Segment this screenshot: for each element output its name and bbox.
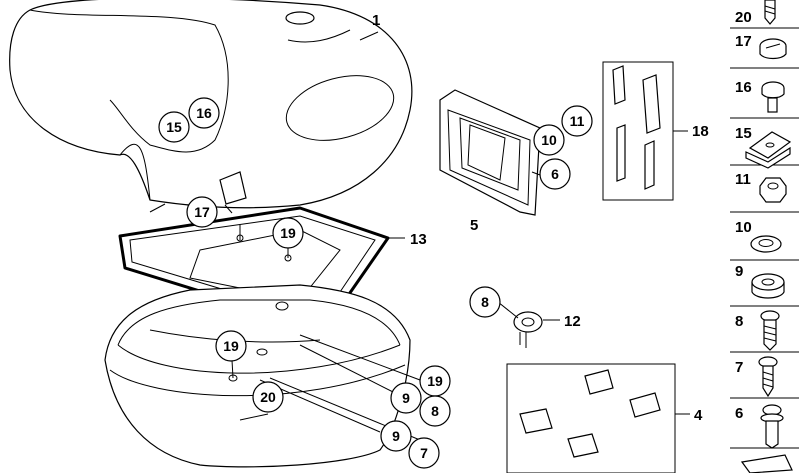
legend-label: 8: [735, 313, 743, 330]
legend-label: 20: [735, 9, 752, 26]
callout-circle: [252, 381, 284, 413]
legend-label: 10: [735, 219, 752, 236]
legend-label: 15: [735, 125, 752, 142]
plug-cap-17-icon: [759, 38, 787, 60]
callout-19: 19: [280, 225, 296, 241]
callout-7: 7: [420, 445, 428, 461]
legend-label: 17: [735, 33, 752, 50]
callout-circle: [188, 97, 220, 129]
callout-6: 6: [551, 166, 559, 182]
legend-label: 11: [735, 171, 751, 188]
callout-13: 13: [410, 231, 427, 248]
callout-circle: [215, 330, 247, 362]
callout-5: 5: [470, 217, 478, 234]
legend-column: 20 17 16 15 11 10: [730, 0, 799, 473]
rubber-bushing-9-icon: [751, 273, 785, 299]
callout-circle: [380, 420, 412, 452]
hex-nut-11-icon: [759, 177, 787, 203]
pad-icon: [740, 454, 793, 473]
callout-4: 4: [694, 407, 703, 424]
reflector-set: [602, 61, 688, 201]
callout-9: 9: [392, 428, 400, 444]
pads-box: [506, 363, 690, 473]
pan-screw-16-icon: [761, 81, 785, 113]
callout-circle: [469, 286, 501, 318]
callout-15: 15: [166, 119, 182, 135]
legend-label: 6: [735, 405, 743, 422]
legend-label: 9: [735, 263, 743, 280]
collar-screw-6-icon: [760, 404, 784, 449]
callout-17: 17: [194, 204, 210, 220]
mount-bracket: [439, 89, 541, 216]
callout-19: 19: [223, 338, 239, 354]
callout-circle: [408, 437, 440, 469]
callout-circle: [186, 196, 218, 228]
legend-label: 7: [735, 359, 743, 376]
callout-8: 8: [481, 294, 489, 310]
callout-19: 19: [427, 373, 443, 389]
self-tapping-screw-7-icon: [758, 356, 778, 398]
callout-circle: [158, 111, 190, 143]
callout-9: 9: [402, 390, 410, 406]
lock-clip: [513, 311, 560, 348]
callout-8: 8: [431, 403, 439, 419]
callout-circle: [419, 395, 451, 427]
legend-label: 16: [735, 79, 752, 96]
callouts: 1 15 16 17 19 13 19 20 19 9 8 9 7 11 10 …: [158, 12, 709, 469]
callout-20: 20: [260, 389, 276, 405]
callout-11: 11: [570, 113, 585, 129]
callout-1: 1: [372, 12, 380, 29]
callout-circle: [561, 105, 593, 137]
screw-20-icon: [764, 0, 776, 25]
callout-18: 18: [692, 123, 709, 140]
callout-circle: [539, 158, 571, 190]
clip-nut-15-icon: [745, 131, 792, 169]
callout-circle: [533, 124, 565, 156]
bottom-case: [104, 284, 411, 468]
screw-8-icon: [760, 310, 780, 351]
callout-12: 12: [564, 313, 581, 330]
callout-10: 10: [541, 132, 557, 148]
callout-16: 16: [196, 105, 212, 121]
callout-circle: [272, 217, 304, 249]
callout-circle: [390, 382, 422, 414]
washer-10-icon: [750, 235, 782, 253]
